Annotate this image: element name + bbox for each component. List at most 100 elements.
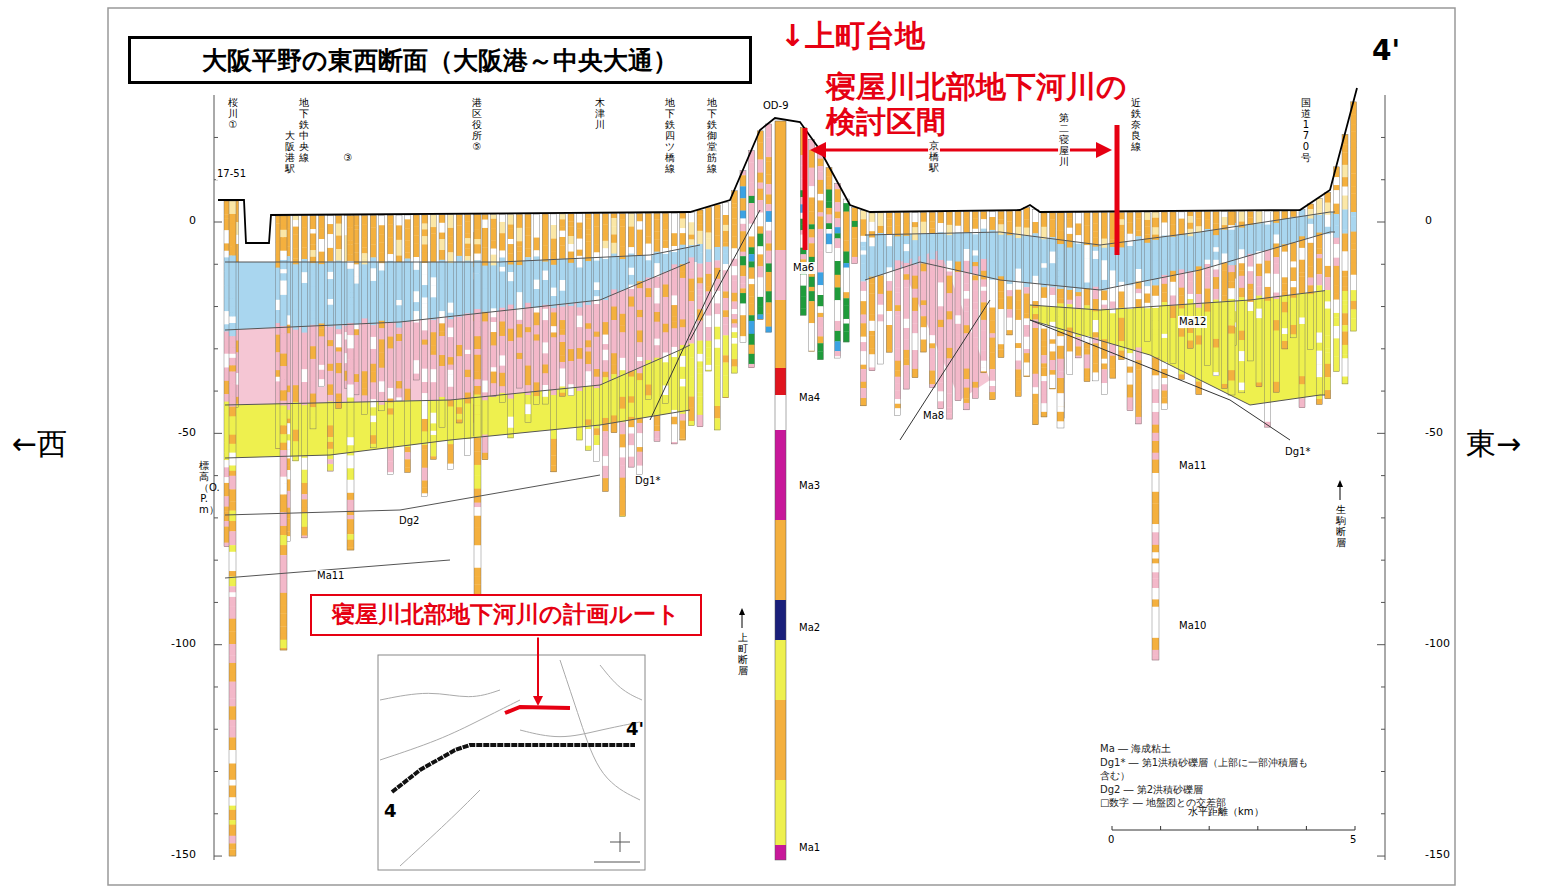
boring-column [749,261,755,267]
boring-column [370,399,376,408]
boring-column [714,327,720,340]
boring-column [448,391,454,400]
boring-column [688,421,694,426]
boring-column [559,214,565,220]
boring-column [886,255,892,262]
boring-column [430,345,436,351]
boring-column [516,380,522,385]
boring-column [516,265,522,275]
boring-column [680,336,686,341]
boring-column [860,246,866,250]
boring-column [860,219,866,232]
boring-column [577,348,583,359]
boring-column [645,264,651,277]
boring-column [568,328,574,341]
boring-column [835,189,841,202]
boring-column [430,215,436,459]
boring-column [413,215,419,380]
boring-column [422,224,428,230]
boring-column [551,265,557,273]
boring-column [448,236,454,243]
boring-column [671,246,677,252]
boring-column [577,214,583,223]
boring-column [817,261,823,273]
boring-column [456,243,462,256]
boring-column [362,402,368,414]
boring-column [731,191,737,373]
boring-column [577,223,583,229]
boring-column [336,284,342,294]
boring-column [405,364,411,370]
boring-column [430,269,436,278]
boring-column [895,260,901,274]
boring-column [430,355,436,362]
boring-column [465,238,471,244]
boring-column [654,381,660,392]
boring-column [938,260,944,271]
boring-column [542,320,548,330]
boring-column [491,372,497,384]
boring-column [895,213,901,416]
boring-column [611,397,617,403]
boring-column [568,378,574,385]
boring-column [723,215,729,225]
boring-column [817,351,823,359]
boring-column [869,213,875,222]
boring-column [542,373,548,385]
boring-column [620,325,626,332]
boring-column [731,203,737,207]
boring-column [938,306,944,320]
boring-column [525,357,531,366]
boring-column [749,268,755,280]
boring-column [955,242,961,249]
boring-column [628,307,634,320]
boring-column [491,278,497,283]
boring-column [362,301,368,308]
boring-column [534,269,540,280]
boring-column [319,365,325,370]
boring-column [405,215,411,220]
boring-column [310,216,316,223]
boring-column [835,313,841,322]
boring-column [559,291,565,298]
boring-column [422,321,428,331]
boring-column [559,227,565,231]
boring-column [448,286,454,296]
boring-column [310,216,316,429]
boring-column [680,299,686,311]
boring-column [482,410,488,421]
boring-column [293,441,299,449]
boring-column [448,215,454,229]
boring-column [525,350,531,357]
boring-column [749,321,755,334]
boring-column [637,393,643,403]
boring-column [637,305,643,310]
boring-column [602,311,608,322]
boring-column [938,401,944,409]
boring-column [465,286,471,298]
boring-column [843,268,849,281]
boring-column [680,213,686,219]
boring-column [542,330,548,335]
boring-column [946,256,952,261]
boring-column [766,251,772,264]
boring-column [938,327,944,338]
boring-column [817,306,823,313]
boring-column [301,439,307,453]
boring-column [637,275,643,282]
boring-column [405,335,411,344]
boring-column [972,229,978,235]
boring-column [723,355,729,362]
boring-column [448,400,454,407]
boring-column [860,281,866,291]
boring-column [809,180,815,187]
boring-column [482,220,488,229]
boring-column [895,274,901,288]
boring-column [826,201,832,208]
boring-column [379,234,385,242]
boring-column [706,316,712,324]
boring-column [508,318,514,329]
boring-column [972,302,978,309]
boring-column [422,405,428,419]
boring-column [620,492,626,502]
